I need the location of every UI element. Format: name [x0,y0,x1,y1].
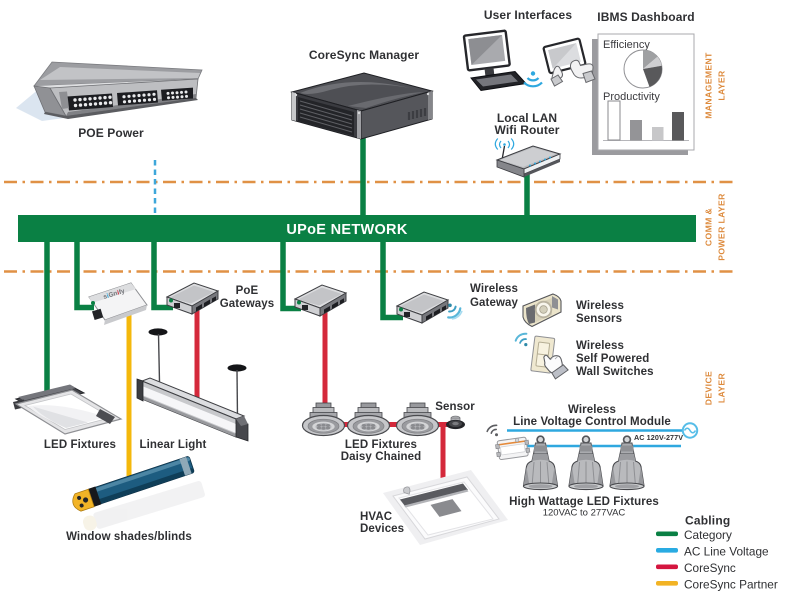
svg-text:UPoE NETWORK: UPoE NETWORK [286,222,407,238]
svg-text:AC 120V-277V: AC 120V-277V [634,433,683,442]
svg-text:120VAC to 277VAC: 120VAC to 277VAC [543,508,626,519]
svg-text:CoreSync Manager: CoreSync Manager [309,48,420,62]
svg-text:Wall Switches: Wall Switches [576,366,654,378]
svg-text:Gateways: Gateways [220,298,275,310]
svg-text:Wireless: Wireless [470,283,518,295]
svg-text:PoE: PoE [236,285,259,297]
svg-text:High Wattage LED Fixtures: High Wattage LED Fixtures [509,496,659,508]
svg-text:Daisy Chained: Daisy Chained [341,451,422,463]
svg-text:MANAGEMENT: MANAGEMENT [704,52,714,119]
svg-text:Sensors: Sensors [576,313,622,325]
svg-text:IBMS Dashboard: IBMS Dashboard [597,10,694,24]
svg-text:AC Line Voltage: AC Line Voltage [684,545,769,559]
svg-text:Cabling: Cabling [685,514,730,528]
svg-text:Devices: Devices [360,523,404,535]
svg-text:Efficiency: Efficiency [603,39,650,51]
svg-text:Wireless: Wireless [576,340,624,352]
svg-text:LED Fixtures: LED Fixtures [44,439,116,451]
svg-text:Wireless: Wireless [568,404,616,416]
svg-text:Line Voltage Control Module: Line Voltage Control Module [513,416,671,428]
svg-text:Sensor: Sensor [435,401,475,413]
svg-text:DEVICE: DEVICE [704,371,714,405]
svg-text:POWER LAYER: POWER LAYER [717,193,727,261]
svg-text:LAYER: LAYER [717,372,727,403]
svg-text:LED Fixtures: LED Fixtures [345,439,417,451]
svg-text:Productivity: Productivity [603,91,660,103]
svg-text:POE Power: POE Power [78,126,144,140]
svg-text:Window shades/blinds: Window shades/blinds [66,531,192,543]
svg-text:Local LAN: Local LAN [497,111,557,125]
svg-text:HVAC: HVAC [360,511,392,523]
svg-text:User Interfaces: User Interfaces [484,8,572,22]
svg-text:Wifi Router: Wifi Router [495,123,560,137]
svg-text:Self Powered: Self Powered [576,353,649,365]
svg-text:Gateway: Gateway [470,297,519,309]
svg-text:Wireless: Wireless [576,300,624,312]
svg-text:CoreSync: CoreSync [684,561,736,575]
svg-text:Category: Category [684,528,732,542]
svg-text:CoreSync Partner: CoreSync Partner [684,578,778,592]
svg-text:COMM &: COMM & [704,208,714,246]
svg-text:Linear Light: Linear Light [139,439,206,451]
svg-text:LAYER: LAYER [717,70,727,101]
